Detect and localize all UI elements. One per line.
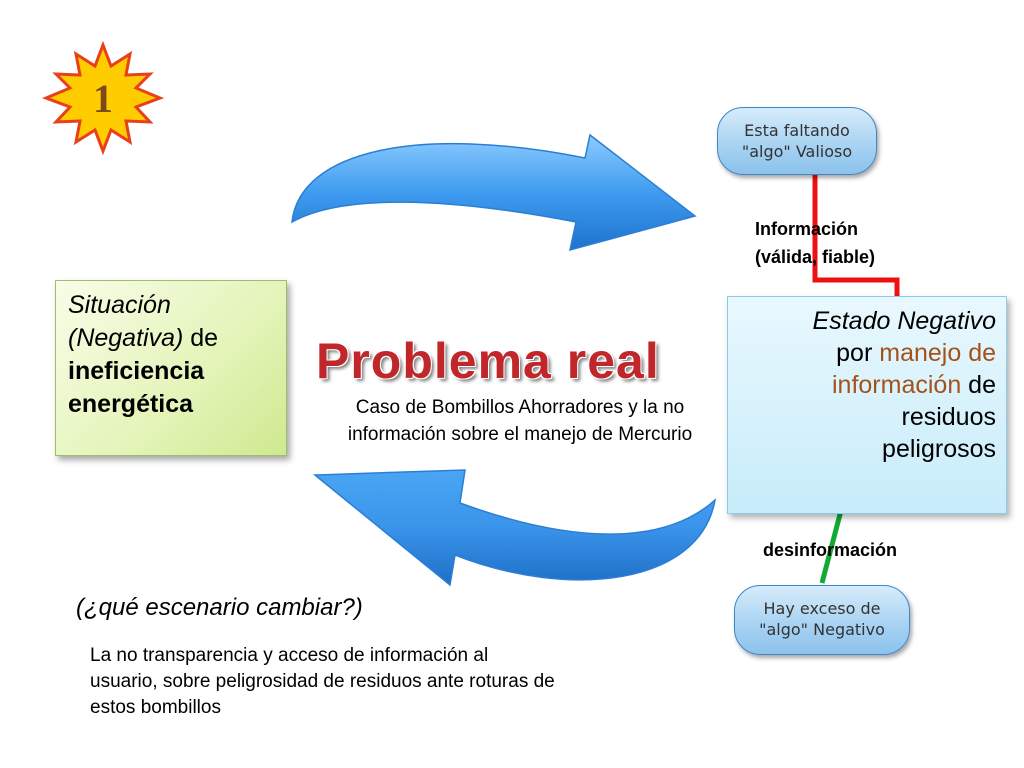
bubble-bottom-line1: Hay exceso de [763,599,881,618]
state-line5: peligrosos [882,435,996,463]
starburst-badge: 1 [41,40,165,156]
state-line3-b: de [961,371,996,399]
situation-line2-rest: de [183,324,219,352]
situation-line4: energética [68,390,194,418]
bubble-top-line2: "algo" Valioso [741,142,853,161]
state-line4: residuos [901,403,997,431]
note-text: La no transparencia y acceso de informac… [90,645,555,718]
situation-line1: Situación [68,291,171,319]
situation-line2-italic: (Negativa) [68,324,184,352]
bubble-top-line1: Esta faltando [744,121,850,140]
situation-line3: ineficiencia [68,357,205,385]
missing-value-bubble: Esta faltando "algo" Valioso [717,107,877,175]
disinformation-label: desinformación [763,540,898,560]
state-line2-a: por [836,339,880,367]
state-line2-b: manejo de [879,339,996,367]
excess-negative-bubble: Hay exceso de "algo" Negativo [734,585,910,655]
subtitle: Caso de Bombillos Ahorradores y la no in… [347,397,693,445]
information-label-line1: Información [755,219,859,239]
badge-number: 1 [93,76,113,121]
question-text: (¿qué escenario cambiar?) [76,594,363,621]
bubble-bottom-line2: "algo" Negativo [759,620,885,639]
state-line3-a: información [832,371,962,399]
information-label-line2: (válida, fiable) [755,247,876,267]
starburst-shape [41,40,165,156]
cycle-arrow-bottom [312,469,717,587]
situation-box: Situación (Negativa) de ineficiencia ene… [55,280,287,456]
cycle-arrow-top [291,133,697,252]
information-label: Información (válida, fiable) [755,215,875,271]
main-title: Problema real [316,333,660,389]
state-line1: Estado Negativo [812,307,996,335]
negative-state-box: Estado Negativo por manejo de informació… [727,296,1007,514]
